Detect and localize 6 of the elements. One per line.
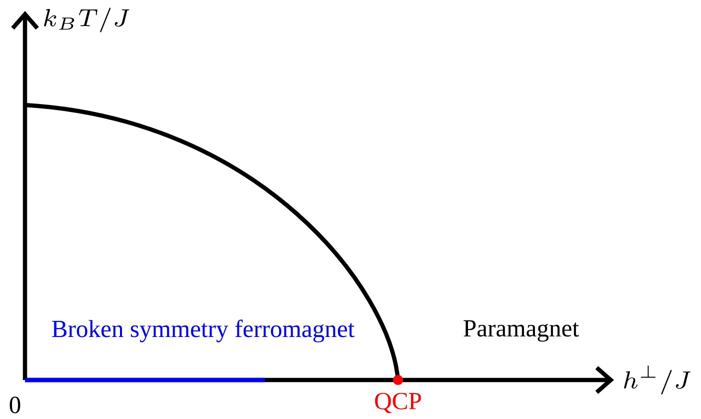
- origin-label: 0: [10, 396, 20, 414]
- phase-label: Paramagnet: [464, 320, 579, 342]
- point-label: QCP: [375, 392, 421, 414]
- axis-label: $k_BT/J$: [44, 8, 130, 32]
- axis-label: $h^\perp/J$: [624, 366, 690, 394]
- phase-label: Broken symmetry ferromagnet: [52, 320, 355, 342]
